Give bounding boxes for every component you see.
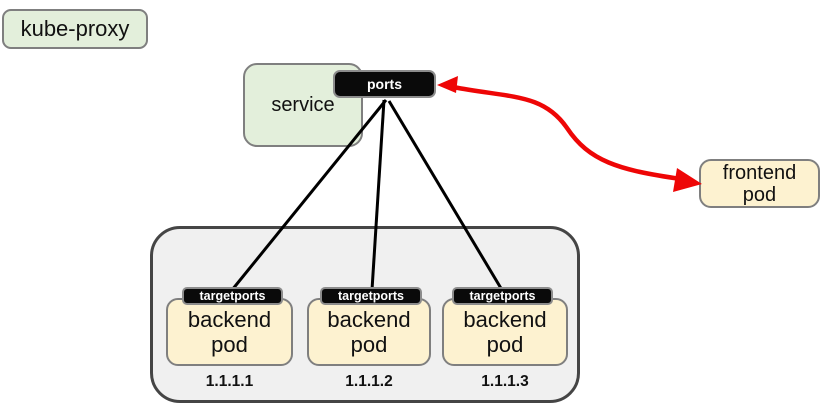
red-arrow-head-right	[673, 168, 702, 192]
backend-pod-label: backend pod	[187, 307, 272, 357]
red-arrow-curve	[450, 84, 684, 182]
red-arrow-head-left	[437, 76, 458, 93]
backend-pod-label: backend pod	[463, 307, 547, 357]
targetports-badge-2: targetports	[320, 287, 422, 305]
frontend-pod-node: frontend pod	[699, 159, 820, 208]
targetports-badge-1: targetports	[182, 287, 283, 305]
pod-ip-label-3: 1.1.1.3	[481, 373, 529, 390]
backend-pod-label: backend pod	[327, 307, 411, 357]
pod-ip-label-1: 1.1.1.1	[205, 373, 254, 390]
kube-proxy-node: kube-proxy	[2, 9, 148, 49]
targetports-badge-label: targetports	[338, 289, 404, 303]
ports-badge: ports	[333, 70, 436, 98]
frontend-pod-label: frontend pod	[722, 161, 797, 206]
backend-pod-node-1: backend pod	[166, 298, 293, 366]
backend-pod-node-3: backend pod	[442, 298, 568, 366]
service-label: service	[271, 93, 335, 116]
kube-proxy-label: kube-proxy	[20, 16, 130, 41]
pod-ip-label-2: 1.1.1.2	[345, 373, 393, 390]
targetports-badge-3: targetports	[452, 287, 553, 305]
backend-pod-node-2: backend pod	[307, 298, 431, 366]
targetports-badge-label: targetports	[199, 289, 266, 303]
targetports-badge-label: targetports	[469, 289, 536, 303]
ports-badge-label: ports	[367, 76, 402, 92]
